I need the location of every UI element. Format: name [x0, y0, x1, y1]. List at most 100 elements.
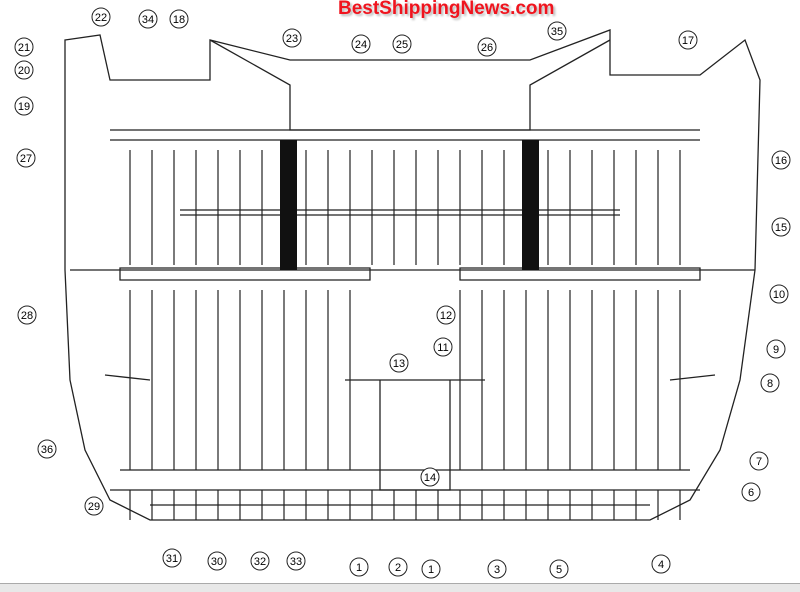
- callout-circle: [17, 305, 37, 325]
- callout-20: 20: [14, 60, 34, 80]
- viewer-toolbar[interactable]: [0, 583, 800, 592]
- callout-number: 18: [173, 14, 185, 26]
- callout-circle: [91, 7, 111, 27]
- callout-circle: [760, 373, 780, 393]
- callout-3: 3: [487, 559, 507, 579]
- callout-number: 24: [355, 39, 367, 51]
- callout-32: 32: [250, 551, 270, 571]
- pillar-right: [522, 140, 539, 270]
- callout-circle: [549, 559, 569, 579]
- callout-number: 9: [773, 344, 779, 356]
- callout-21: 21: [14, 37, 34, 57]
- callout-circle: [769, 284, 789, 304]
- callout-circle: [138, 9, 158, 29]
- callout-number: 30: [211, 556, 223, 568]
- site-watermark-title: BestShippingNews.com: [338, 0, 555, 19]
- callout-number: 14: [424, 472, 436, 484]
- callout-circle: [250, 551, 270, 571]
- callout-number: 26: [481, 42, 493, 54]
- callout-12: 12: [436, 305, 456, 325]
- callout-number: 1: [356, 562, 362, 574]
- callout-number: 8: [767, 378, 773, 390]
- callout-circle: [487, 559, 507, 579]
- callout-number: 17: [682, 35, 694, 47]
- callout-28: 28: [17, 305, 37, 325]
- callout-circle: [433, 337, 453, 357]
- pillar-left: [280, 140, 297, 270]
- callout-circle: [421, 559, 441, 579]
- callout-number: 31: [166, 553, 178, 565]
- vertical-frames: [129, 150, 681, 520]
- callout-circle: [14, 37, 34, 57]
- callout-number: 33: [290, 556, 302, 568]
- callout-number: 25: [396, 39, 408, 51]
- callout-15: 15: [771, 217, 791, 237]
- callout-circle: [84, 496, 104, 516]
- callout-number: 29: [88, 501, 100, 513]
- callout-circle: [392, 34, 412, 54]
- callout-8: 8: [760, 373, 780, 393]
- callout-1: 1: [349, 557, 369, 577]
- callout-number: 27: [20, 153, 32, 165]
- callout-number: 4: [658, 559, 664, 571]
- callout-circle: [678, 30, 698, 50]
- callout-circle: [436, 305, 456, 325]
- callout-25: 25: [392, 34, 412, 54]
- callout-36: 36: [37, 439, 57, 459]
- callout-18: 18: [169, 9, 189, 29]
- callout-circle: [766, 339, 786, 359]
- callout-19: 19: [14, 96, 34, 116]
- callout-circle: [771, 217, 791, 237]
- callout-number: 21: [18, 42, 30, 54]
- callout-number: 16: [775, 155, 787, 167]
- callout-17: 17: [678, 30, 698, 50]
- hull-structure: [64, 29, 761, 521]
- callout-number: 7: [756, 456, 762, 468]
- callout-number: 15: [775, 222, 787, 234]
- callout-circle: [771, 150, 791, 170]
- callout-circle: [162, 548, 182, 568]
- callout-10: 10: [769, 284, 789, 304]
- callout-number: 23: [286, 33, 298, 45]
- callout-number: 2: [395, 562, 401, 574]
- callout-circle: [651, 554, 671, 574]
- callout-circle: [14, 96, 34, 116]
- callout-31: 31: [162, 548, 182, 568]
- callout-number: 35: [551, 26, 563, 38]
- callout-number: 12: [440, 310, 452, 322]
- callout-circle: [37, 439, 57, 459]
- callout-circle: [286, 551, 306, 571]
- callout-number: 11: [437, 342, 448, 354]
- callout-circle: [749, 451, 769, 471]
- callout-16: 16: [771, 150, 791, 170]
- callout-number: 28: [21, 310, 33, 322]
- callout-22: 22: [91, 7, 111, 27]
- callout-circle: [169, 9, 189, 29]
- callout-5: 5: [549, 559, 569, 579]
- callout-number: 19: [18, 101, 30, 113]
- callout-9: 9: [766, 339, 786, 359]
- callout-34: 34: [138, 9, 158, 29]
- callout-number: 3: [494, 564, 500, 576]
- callout-27: 27: [16, 148, 36, 168]
- callout-30: 30: [207, 551, 227, 571]
- callout-circle: [389, 353, 409, 373]
- callout-circle: [477, 37, 497, 57]
- callout-number: 5: [556, 564, 562, 576]
- callout-4: 4: [651, 554, 671, 574]
- callout-2: 2: [388, 557, 408, 577]
- callout-23: 23: [282, 28, 302, 48]
- callout-number: 10: [773, 289, 785, 301]
- callout-number: 22: [95, 12, 107, 24]
- callout-6: 6: [741, 482, 761, 502]
- callout-number: 34: [142, 14, 154, 26]
- callout-26: 26: [477, 37, 497, 57]
- callout-number: 13: [393, 358, 405, 370]
- callout-1: 1: [421, 559, 441, 579]
- callout-circle: [207, 551, 227, 571]
- callout-number: 20: [18, 65, 30, 77]
- callout-circle: [282, 28, 302, 48]
- callout-33: 33: [286, 551, 306, 571]
- callout-number: 6: [748, 487, 754, 499]
